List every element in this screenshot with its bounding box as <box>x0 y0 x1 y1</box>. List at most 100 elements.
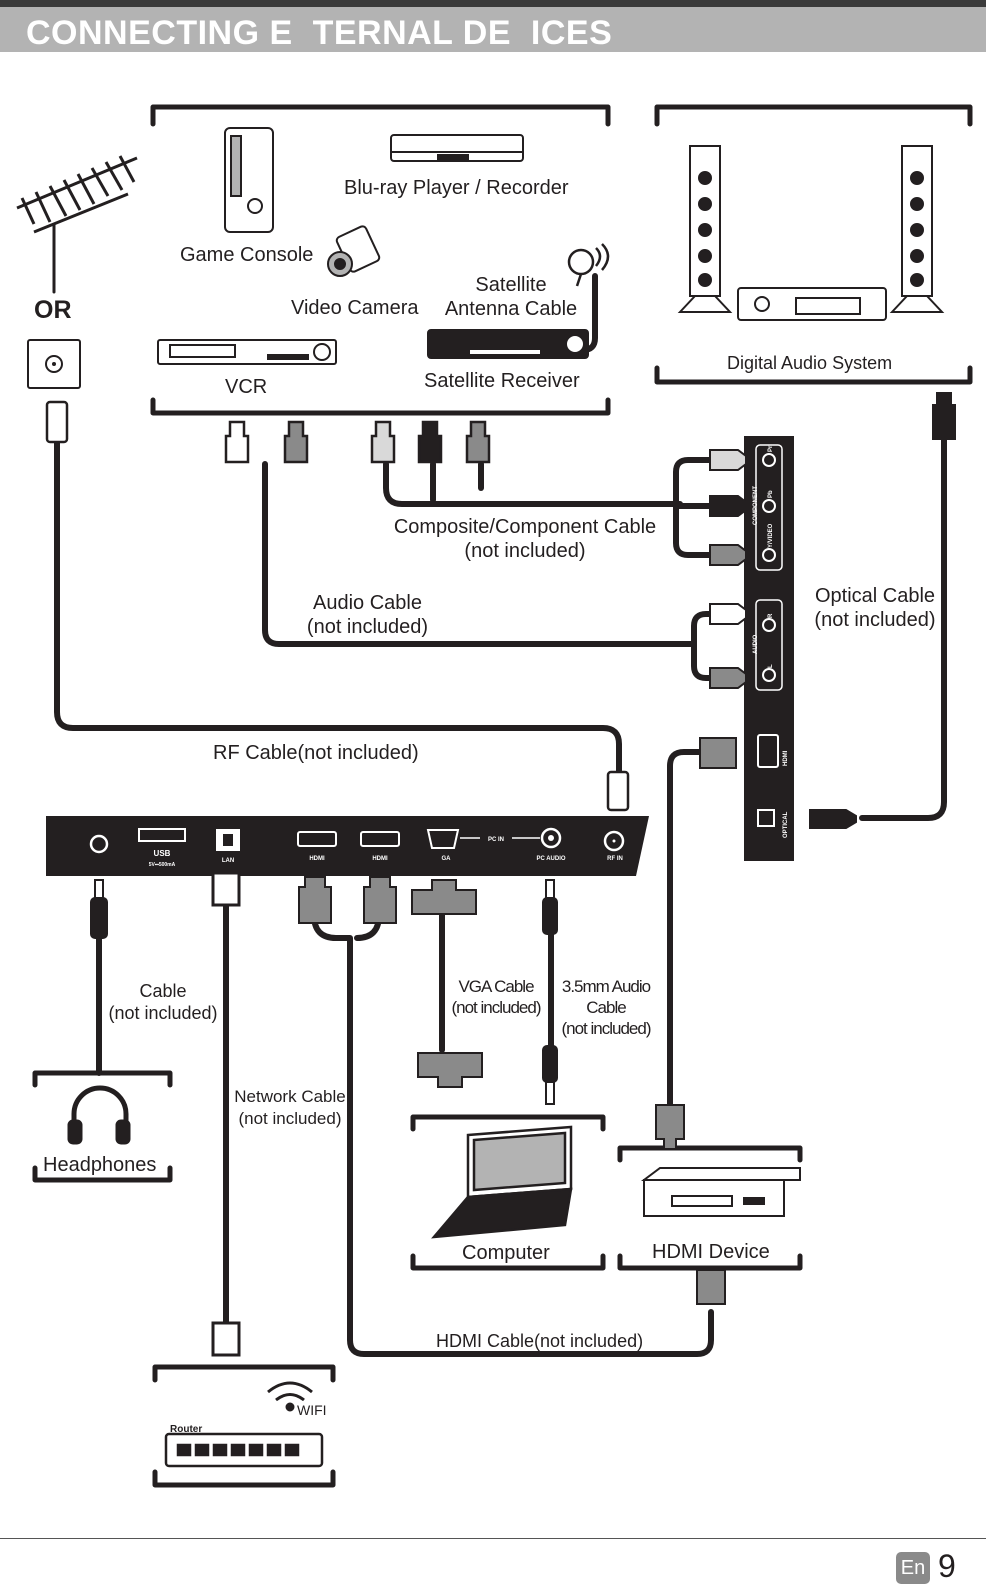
composite-cable-label: Composite/Component Cable (not included) <box>390 515 660 563</box>
audio35-cable-label-line3: (not included) <box>561 1019 651 1038</box>
composite-cable <box>383 461 683 507</box>
audio-cable-label: Audio Cable (not included) <box>300 591 435 639</box>
side-l-label: L <box>768 664 774 668</box>
laptop-icon <box>431 1125 573 1239</box>
hdmi-side-cable <box>667 749 703 1108</box>
video-camera-label: Video Camera <box>291 297 419 319</box>
side-r-label: R <box>768 613 774 618</box>
wifi-icon <box>267 1381 313 1412</box>
optical-cable-label-line2: (not included) <box>814 609 936 631</box>
computer-bracket-top <box>410 1114 606 1132</box>
audio-cable <box>262 461 696 647</box>
vcr-icon <box>157 339 337 365</box>
hdmi-device-bracket-top <box>617 1145 803 1163</box>
digital-audio-label: Digital Audio System <box>727 353 893 373</box>
hdmi-device-icon <box>641 1167 801 1217</box>
bluray-label: Blu-ray Player / Recorder <box>344 177 569 199</box>
panel-hdmi1-label: HDMI <box>309 856 325 862</box>
source-devices-bracket-top <box>150 104 611 127</box>
rf-cable <box>54 435 622 775</box>
optical-plug-top <box>932 392 956 440</box>
speaker-right-icon <box>889 145 945 313</box>
audio-system-bracket-top <box>654 104 973 127</box>
router-icon <box>164 1432 324 1468</box>
panel-hdmi2-label: HDMI <box>372 856 388 862</box>
headphone-cable-label-line1: Cable <box>139 981 187 1001</box>
side-component-label: COMPONENT <box>753 486 759 525</box>
hdmi-device-bracket-bottom <box>617 1253 803 1271</box>
network-cable-label-line1: Network Cable <box>234 1087 346 1106</box>
side-optical-label: OPTICAL <box>783 811 789 838</box>
side-pr-label: Pr <box>768 445 774 452</box>
headphones-label: Headphones <box>43 1154 157 1176</box>
rf-plug-top <box>45 400 69 444</box>
header-top-stripe <box>0 0 986 7</box>
vga-cable-label: VGA Cable (not included) <box>448 976 544 1018</box>
panel-rfin-label: RF IN <box>607 856 623 862</box>
vga-cable-label-line1: VGA Cable <box>458 977 534 996</box>
hdmi-device-label: HDMI Device <box>652 1241 770 1263</box>
side-yvideo-label: Y/VIDEO <box>768 523 774 548</box>
side-hdmi-label: HDMI <box>783 750 789 766</box>
panel-usb-rating: 5V⎓500mA <box>149 862 176 868</box>
vga-cable-label-line2: (not included) <box>451 998 541 1017</box>
audio-cable-label-line1: Audio Cable <box>313 592 422 614</box>
rca-plugs-top <box>224 420 491 464</box>
audio-system-bracket-bottom <box>654 365 973 385</box>
page-title: CONNECTING E TERNAL DE ICES <box>26 14 613 52</box>
router-bracket-top <box>152 1364 336 1383</box>
audio35-cable-label: 3.5mm Audio Cable (not included) <box>558 976 654 1039</box>
network-cable-label-line2: (not included) <box>238 1109 342 1128</box>
bluray-player-icon <box>390 134 524 162</box>
audio-receiver-icon <box>737 287 887 321</box>
headphone-cable-label-line2: (not included) <box>108 1003 218 1023</box>
wifi-label: WIFI <box>297 1402 327 1418</box>
panel-vga-label: GA <box>442 856 452 862</box>
router-label: Router <box>170 1424 203 1435</box>
speaker-left-icon <box>677 145 733 313</box>
video-camera-icon <box>327 225 381 277</box>
network-cable-label: Network Cable (not included) <box>232 1086 348 1130</box>
bottom-panel-plugs <box>90 871 726 1357</box>
hdmi-cable-label: HDMI Cable(not included) <box>436 1331 644 1351</box>
panel-pcin-label: PC IN <box>488 837 504 843</box>
satellite-receiver-icon <box>427 329 589 359</box>
rf-cable-label: RF Cable(not included) <box>213 742 419 764</box>
side-panel-plugs <box>699 449 857 829</box>
rf-plug-bottom <box>606 770 630 812</box>
hdmi-bottom-cable <box>311 912 714 1357</box>
computer-bracket-bottom <box>410 1253 606 1271</box>
source-devices-bracket-bottom <box>150 397 611 416</box>
panel-pcaudio-label: PC AUDIO <box>536 856 565 862</box>
optical-cable-label: Optical Cable (not included) <box>810 584 940 632</box>
game-console-label: Game Console <box>180 244 314 266</box>
headphones-bracket-top <box>32 1070 173 1088</box>
satellite-antenna-label-line2: Antenna Cable <box>444 298 578 320</box>
panel-usb-label: USB <box>154 849 171 858</box>
composite-cable-label-line1: Composite/Component Cable <box>393 516 657 538</box>
side-pb-label: Pb <box>768 490 774 498</box>
footer-divider <box>0 1538 986 1539</box>
page-number: 9 <box>938 1548 956 1584</box>
audio35-cable-label-line2: Cable <box>586 998 626 1017</box>
router-bracket-bottom <box>152 1469 336 1488</box>
optical-cable <box>859 437 947 821</box>
game-console-icon <box>224 127 274 233</box>
optical-cable-label-line1: Optical Cable <box>814 585 936 607</box>
tv-side-panel <box>744 436 794 861</box>
vcr-label: VCR <box>225 376 268 398</box>
satellite-antenna-label: Satellite Antenna Cable <box>441 273 581 321</box>
satellite-receiver-label: Satellite Receiver <box>424 370 580 392</box>
computer-label: Computer <box>462 1242 550 1264</box>
headphones-icon <box>67 1085 131 1145</box>
headphones-bracket-bottom <box>32 1165 173 1183</box>
or-label: OR <box>34 296 72 324</box>
audio35-cable-label-line1: 3.5mm Audio <box>561 977 651 996</box>
satellite-antenna-label-line1: Satellite <box>475 274 547 296</box>
headphone-cable-label: Cable (not included) <box>104 980 222 1024</box>
composite-cable-label-line2: (not included) <box>464 540 586 562</box>
audio-cable-right-fork <box>691 611 713 681</box>
satellite-dish-icon <box>567 243 610 287</box>
tv-bottom-panel <box>46 816 649 876</box>
